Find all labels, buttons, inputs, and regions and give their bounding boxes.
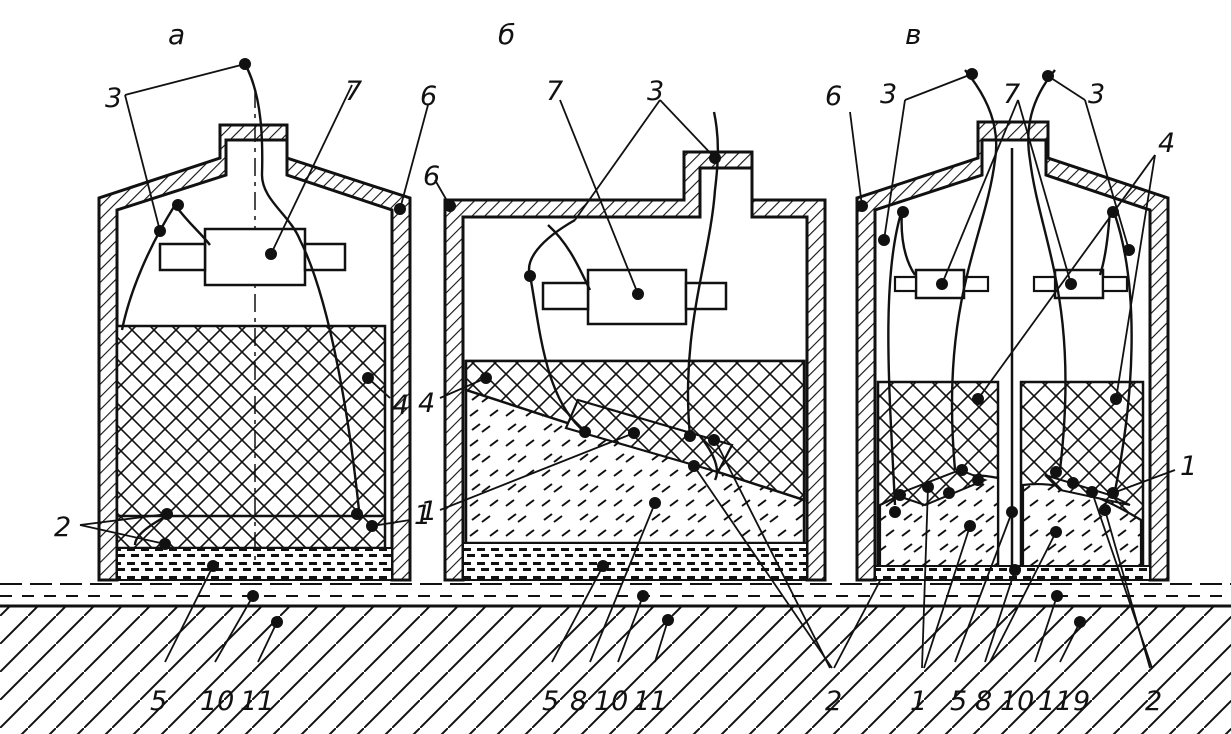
label-2-shared: 2	[825, 686, 842, 717]
label-1-b: 1	[420, 496, 437, 527]
svg-text:10: 10	[1000, 686, 1034, 717]
panel-b: б 7 3 6 4 1 5 8 10 11 2	[418, 18, 913, 717]
panel-title-b: б	[498, 18, 515, 51]
label-6-a: 6	[420, 81, 437, 112]
panel-title-c: в	[905, 18, 922, 51]
svg-text:2: 2	[1145, 686, 1162, 717]
label-7-a: 7	[345, 76, 362, 107]
svg-text:8: 8	[570, 686, 587, 717]
ground	[0, 583, 1231, 734]
bottom-labels-c: 1 5 8 10 11 9 2	[910, 686, 1162, 717]
bottom-labels-a: 5 10 11	[150, 686, 274, 717]
label-3-b: 3	[647, 76, 664, 107]
svg-text:8: 8	[975, 686, 992, 717]
component-7-a	[203, 227, 307, 287]
label-1-a: 1	[414, 500, 431, 531]
panel-c: в 6 3 7 3 4 1 1 5 8 10 11 9 2	[825, 18, 1197, 717]
bottom-labels-b: 5 8 10 11	[542, 686, 667, 717]
bottom-layer-a	[116, 547, 393, 581]
svg-text:9: 9	[1073, 686, 1090, 717]
label-4-c: 4	[1158, 128, 1175, 159]
svg-text:10: 10	[594, 686, 628, 717]
label-2-a: 2	[54, 512, 71, 543]
svg-text:5: 5	[150, 686, 167, 717]
label-6-c: 6	[825, 81, 842, 112]
label-7-c: 7	[1003, 79, 1020, 110]
label-4-a: 4	[392, 390, 409, 421]
bottom-layer-b	[462, 542, 808, 581]
svg-text:10: 10	[200, 686, 234, 717]
svg-text:11: 11	[240, 686, 274, 717]
svg-text:5: 5	[950, 686, 967, 717]
svg-text:11: 11	[633, 686, 667, 717]
svg-text:5: 5	[542, 686, 559, 717]
svg-text:11: 11	[1038, 686, 1072, 717]
panel-a: а 3 7 6 4 2 1 5 10 11	[54, 18, 437, 717]
label-3-a: 3	[105, 83, 122, 114]
label-6-b: 6	[423, 161, 440, 192]
label-1-c: 1	[1180, 451, 1197, 482]
label-3-c-left: 3	[880, 79, 897, 110]
label-7-b: 7	[546, 76, 563, 107]
panel-title-a: а	[168, 18, 185, 51]
svg-text:1: 1	[910, 686, 927, 717]
label-4-b: 4	[418, 388, 435, 419]
label-3-c-right: 3	[1088, 79, 1105, 110]
